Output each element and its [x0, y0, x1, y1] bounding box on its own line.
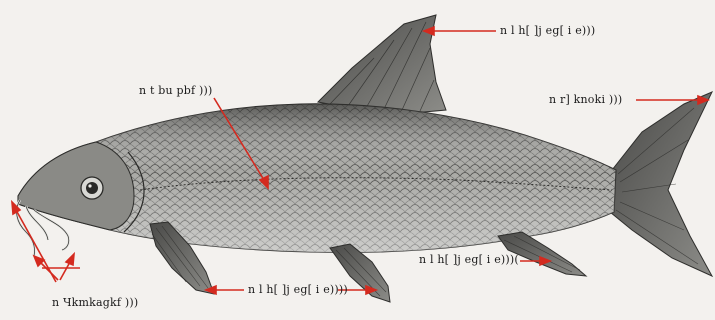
- lateral-line-label: n t bu pbf ))): [139, 84, 212, 97]
- caudal-fin-label: n r] knoki ))): [549, 93, 622, 106]
- barbels-pointer-mid: [40, 262, 58, 280]
- caudal-fin-shape: [610, 92, 712, 276]
- head-shape: [18, 142, 134, 230]
- barbels-label: n Чkmkagkf ))): [52, 296, 138, 309]
- barbels-pointer-right: [60, 262, 70, 280]
- anal-fin-label: n l h[ ]j eg[ i e)))(: [419, 253, 519, 266]
- pelvic-fin-label: n l h[ ]j eg[ i e)))): [248, 283, 348, 296]
- dorsal-fin-label: n l h[ ]j eg[ i e))): [500, 24, 595, 37]
